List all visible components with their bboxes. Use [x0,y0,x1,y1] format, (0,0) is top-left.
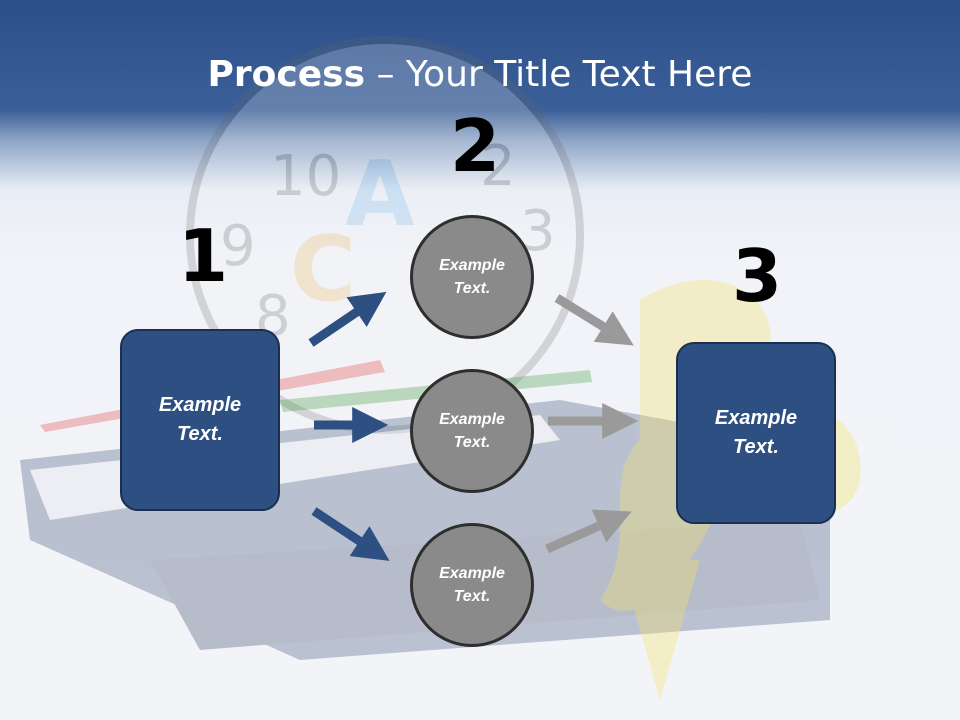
step-number-1: 1 [178,214,229,298]
step-3-box: Example Text. [676,342,836,524]
title-rest: – Your Title Text Here [365,54,753,95]
step-1-box: Example Text. [120,329,280,511]
svg-text:9: 9 [220,214,256,279]
step-2-circle-top: Example Text. [410,215,534,339]
slide-title: Process – Your Title Text Here [0,54,960,95]
step-2-circle-bottom: Example Text. [410,523,534,647]
step-number-2: 2 [450,104,501,188]
step-number-3: 3 [732,234,783,318]
title-bold: Process [207,54,366,95]
svg-text:C: C [290,217,356,322]
svg-text:2: 2 [480,134,516,199]
svg-text:10: 10 [270,144,341,209]
step-2-circle-middle: Example Text. [410,369,534,493]
svg-text:A: A [345,142,415,247]
